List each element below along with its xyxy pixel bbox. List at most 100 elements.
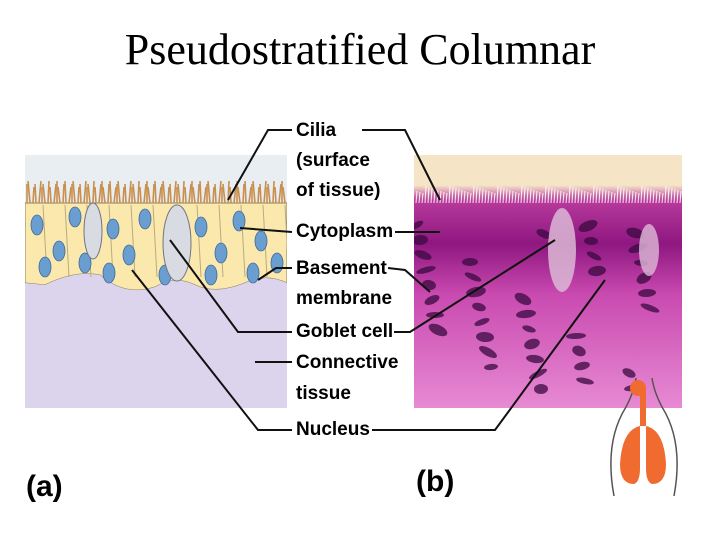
drawing-panel-a: [25, 155, 287, 408]
panel-b-label: (b): [416, 465, 455, 498]
cilium: [102, 186, 106, 204]
cilium: [242, 183, 245, 204]
cilium: [595, 186, 598, 204]
goblet-cell-micrograph: [639, 224, 659, 276]
cilium: [550, 187, 553, 204]
nucleus: [476, 331, 494, 343]
nucleus: [52, 240, 66, 262]
cell-wall: [196, 204, 202, 278]
cilium: [122, 186, 125, 204]
cell-wall: [152, 204, 158, 278]
cilium: [448, 185, 451, 204]
nucleus: [584, 236, 598, 246]
cilium: [628, 189, 631, 204]
cilium: [553, 188, 556, 204]
cilium: [586, 191, 589, 204]
nucleus: [472, 302, 486, 312]
cilium: [418, 191, 421, 204]
nucleus: [194, 216, 208, 238]
cilium: [457, 188, 460, 204]
cilium: [272, 180, 275, 204]
nucleus: [68, 206, 82, 228]
cilium: [107, 183, 110, 204]
nucleus: [536, 229, 552, 239]
cilium: [53, 183, 57, 204]
cilium: [68, 186, 72, 204]
nucleus: [122, 244, 136, 266]
cilium: [574, 187, 577, 204]
cilium: [109, 180, 112, 204]
cilium: [538, 191, 541, 204]
nucleus: [414, 234, 428, 246]
label-membrane: membrane: [296, 288, 393, 309]
cilium: [42, 183, 46, 204]
cilium: [192, 186, 196, 204]
cilium: [263, 180, 267, 204]
nucleus: [588, 265, 606, 277]
cilium: [592, 185, 595, 204]
cilium: [511, 190, 514, 204]
nucleus: [479, 346, 497, 358]
nucleus: [522, 325, 536, 333]
cilium: [610, 191, 613, 204]
cell-wall: [284, 204, 287, 251]
cilium: [162, 180, 166, 204]
cilium: [562, 191, 565, 204]
cilium: [158, 186, 162, 204]
cilium: [218, 180, 222, 204]
cilium: [62, 183, 65, 204]
cilium: [113, 186, 117, 204]
nucleus: [484, 363, 498, 371]
cilium: [505, 188, 508, 204]
nucleus: [514, 292, 532, 306]
nucleus: [78, 252, 92, 274]
cilium: [676, 189, 679, 204]
nucleus: [246, 262, 260, 284]
nucleus: [214, 242, 228, 264]
cilium: [34, 183, 37, 204]
nucleus: [534, 383, 548, 395]
cilium: [152, 183, 155, 204]
cilium: [267, 183, 271, 204]
cilium: [520, 185, 523, 204]
cilium: [508, 189, 511, 204]
cilium: [77, 186, 80, 204]
cilium: [147, 186, 151, 204]
nucleus: [30, 214, 44, 236]
cilium: [517, 192, 520, 204]
cilium: [667, 186, 670, 204]
cilium: [616, 185, 619, 204]
cilium: [646, 187, 649, 204]
nucleus: [586, 251, 602, 261]
cilium: [622, 187, 625, 204]
cilium: [182, 180, 185, 204]
label-of-tissue: of tissue): [296, 180, 381, 201]
goblet-cell-drawing: [83, 202, 103, 260]
cilium: [244, 180, 247, 204]
cilium: [526, 187, 529, 204]
label-cilia: Cilia: [296, 120, 337, 141]
nucleus: [138, 208, 152, 230]
cilium: [607, 190, 610, 204]
cilium: [169, 183, 172, 204]
cilium: [424, 185, 427, 204]
cilium: [625, 188, 628, 204]
cilium: [556, 189, 559, 204]
nucleus: [524, 338, 540, 350]
cell-wall: [64, 204, 70, 278]
nucleus: [102, 262, 116, 284]
cilium: [604, 189, 607, 204]
cilium: [652, 189, 655, 204]
cilium: [252, 180, 256, 204]
cilium: [237, 186, 241, 204]
nucleus: [626, 227, 644, 239]
goblet-cell-micrograph: [548, 208, 576, 292]
cilium: [601, 188, 604, 204]
cilium: [661, 192, 664, 204]
label-basement: Basement: [296, 258, 387, 279]
cilium: [475, 186, 478, 204]
connective-tissue-drawing: [25, 273, 287, 408]
cilium: [589, 192, 592, 204]
cilium: [541, 192, 544, 204]
cilium: [72, 180, 76, 204]
